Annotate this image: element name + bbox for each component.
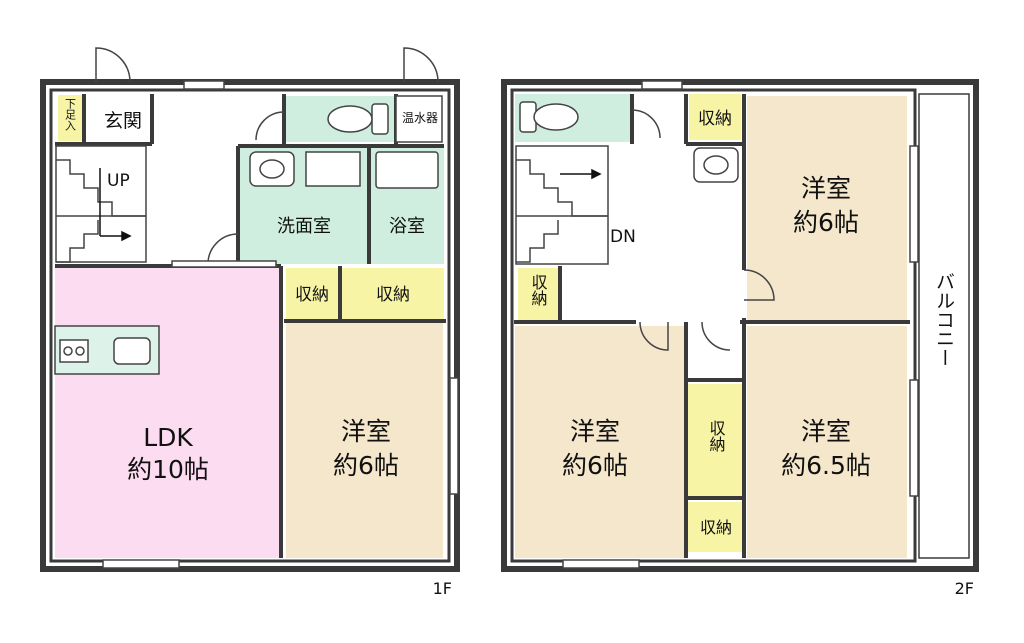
floor-2-label: 2F: [955, 579, 974, 598]
western-2f-sw-size-label: 約6帖: [562, 451, 628, 480]
storage-2f-left-label: 収納: [529, 274, 548, 307]
storage-2f-top-area: [689, 94, 741, 140]
bathtub-icon: [375, 151, 439, 189]
doors-2f: [631, 109, 775, 351]
balcony-area: [918, 93, 970, 559]
storage-2f-mid-area: [688, 384, 744, 496]
floor-2-outline: [501, 79, 979, 572]
western-1f-size-label: 約6帖: [333, 451, 399, 480]
western-2f-se-area: [747, 326, 907, 558]
dn-arrow-icon: [560, 168, 602, 180]
floor-1-outline: [40, 79, 460, 572]
doors-1f: [95, 47, 443, 265]
up-label: UP: [107, 171, 130, 191]
storage-2f-left-area: [518, 268, 558, 320]
floor-1: 下足入 玄関 温水器 UP 洗面室 浴室 収納 収納 LDK 約10帖 洋室 約…: [40, 47, 460, 598]
stairs-2f: [515, 145, 609, 265]
storage-2f-top-label: 収納: [698, 109, 732, 129]
ldk-area: [55, 266, 281, 558]
getabako-label: 下足入: [64, 98, 77, 131]
floor-1-label: 1F: [433, 579, 452, 598]
balcony-label: バルコニー: [933, 272, 955, 367]
stove-icon: [59, 339, 89, 363]
western-2f-sw-area: [515, 326, 685, 558]
water-heater-label: 温水器: [402, 111, 438, 125]
windows-1f: [102, 80, 459, 569]
western-2f-se-name-label: 洋室: [801, 417, 851, 446]
bath-label: 浴室: [389, 216, 425, 237]
western-2f-ne-name-label: 洋室: [801, 174, 851, 203]
western-2f-sw-name-label: 洋室: [570, 417, 620, 446]
up-arrow-icon: [99, 168, 132, 242]
getabako-area: [58, 95, 82, 141]
toilet-1f-icon: [327, 103, 389, 135]
washbasin-icon: [249, 151, 295, 187]
ldk-name-label: LDK: [143, 423, 193, 452]
floor-2: 収納 洋室 約6帖 DN 収納 バルコニー 洋室 約6帖 収納 洋室 約6.5帖…: [501, 79, 979, 598]
western-2f-ne-size-label: 約6帖: [793, 208, 859, 237]
sink-icon: [113, 337, 151, 365]
storage-1f-a-area: [286, 268, 338, 320]
ldk-size-label: 約10帖: [127, 455, 209, 484]
western-2f-se-size-label: 約6.5帖: [781, 451, 871, 480]
stairs-1f: [55, 145, 147, 263]
windows-2f: [562, 80, 919, 569]
storage-2f-mid-label: 収納: [707, 420, 726, 453]
dn-label: DN: [610, 227, 636, 247]
western-room-1f-area: [286, 322, 443, 558]
storage-1f-a-label: 収納: [295, 285, 329, 305]
storage-1f-b-label: 収納: [376, 285, 410, 305]
washroom-label: 洗面室: [277, 216, 331, 237]
storage-2f-bottom-label: 収納: [700, 518, 732, 537]
western-1f-name-label: 洋室: [341, 417, 391, 446]
western-2f-ne-area: [747, 96, 907, 322]
genkan-label: 玄関: [104, 110, 142, 132]
toilet-2f-icon: [519, 101, 579, 133]
storage-2f-bottom-area: [688, 502, 744, 552]
washbasin-2f-icon: [693, 147, 739, 183]
washing-machine-icon: [305, 151, 361, 187]
storage-1f-b-area: [342, 268, 444, 320]
